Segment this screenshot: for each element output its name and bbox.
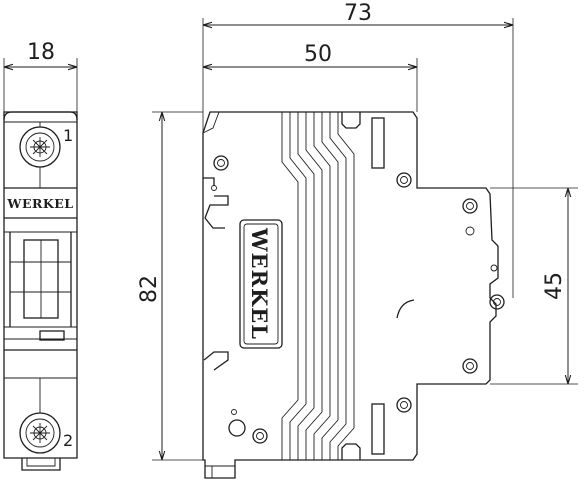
rivet-icon (462, 198, 478, 214)
dimension-body-depth: 50 (203, 42, 418, 112)
rivet-icon (213, 155, 229, 171)
dimension-cover-height: 45 (490, 187, 578, 385)
dimension-front-width: 18 (3, 40, 78, 112)
brand-label-side: WERKEL (247, 227, 272, 340)
dimension-height: 82 (137, 111, 203, 461)
front-view: 1 WERKEL 2 (3, 111, 78, 471)
terminal-label-top: 1 (63, 126, 73, 145)
dimension-overall-depth: 73 (202, 1, 514, 298)
brand-label-front: WERKEL (6, 196, 73, 211)
din-clip-icon (21, 458, 61, 471)
rivet-icon (489, 294, 505, 310)
terminal-label-bottom: 2 (63, 431, 73, 450)
screw-terminal-icon (19, 126, 61, 168)
dimension-value-18: 18 (27, 40, 55, 65)
rivet-icon (252, 428, 268, 444)
screw-terminal-icon (19, 412, 61, 454)
side-view: WERKEL (202, 111, 505, 479)
dimension-value-82: 82 (137, 275, 162, 303)
rivet-icon (396, 397, 412, 413)
dimension-value-45: 45 (542, 272, 567, 300)
dimension-value-50: 50 (304, 42, 332, 67)
dimension-value-73: 73 (344, 1, 372, 26)
rivet-icon (462, 358, 478, 374)
rivet-icon (396, 172, 412, 188)
